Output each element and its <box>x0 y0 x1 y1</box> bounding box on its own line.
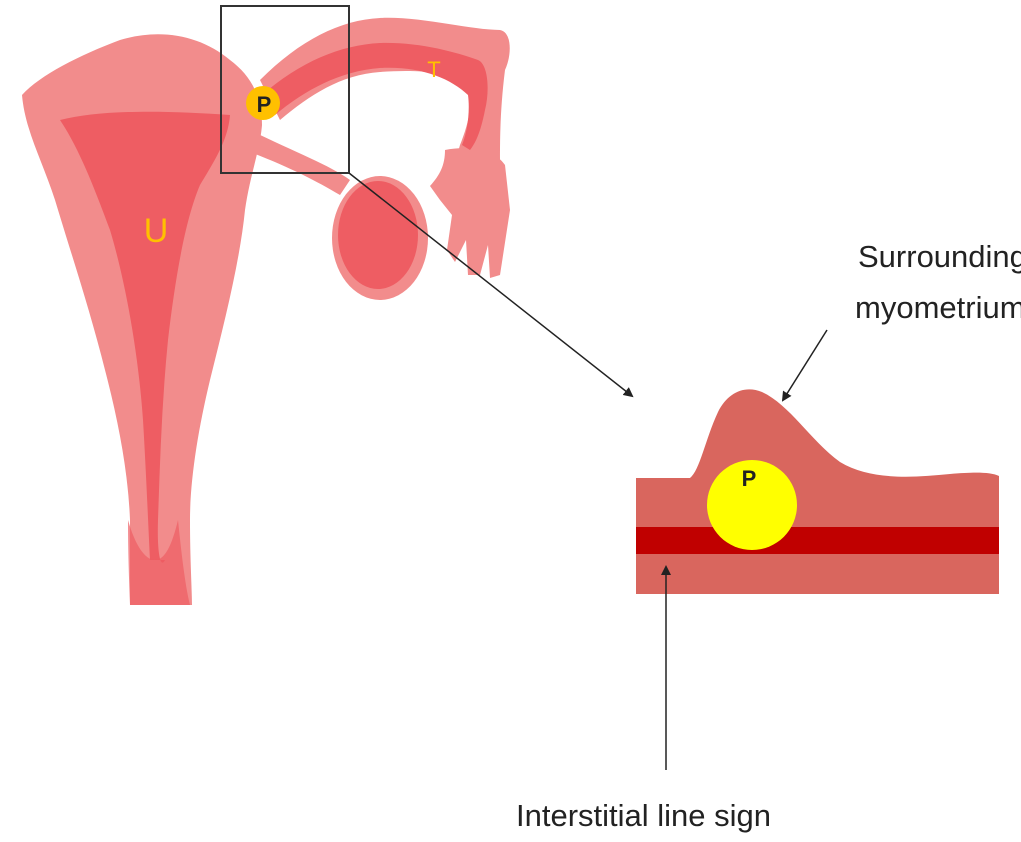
interstitial-line-sign-label: Interstitial line sign <box>516 798 771 833</box>
interstitial-line <box>636 527 999 554</box>
surrounding-myometrium-label-line1: Surrounding <box>858 239 1021 274</box>
ovarian-ligament <box>245 130 350 195</box>
cross-section: P <box>636 389 999 594</box>
surrounding-myometrium-label-line2: myometrium <box>855 290 1021 325</box>
tube-label: T <box>427 57 440 82</box>
pregnancy-label-small: P <box>257 92 272 117</box>
myometrium <box>636 389 999 594</box>
pregnancy-label-large: P <box>742 466 757 491</box>
uterus-label: U <box>144 212 169 250</box>
uterus-illustration: U T P <box>22 18 510 605</box>
ovary-inner <box>338 181 418 289</box>
surrounding-myometrium-arrow <box>783 330 827 400</box>
